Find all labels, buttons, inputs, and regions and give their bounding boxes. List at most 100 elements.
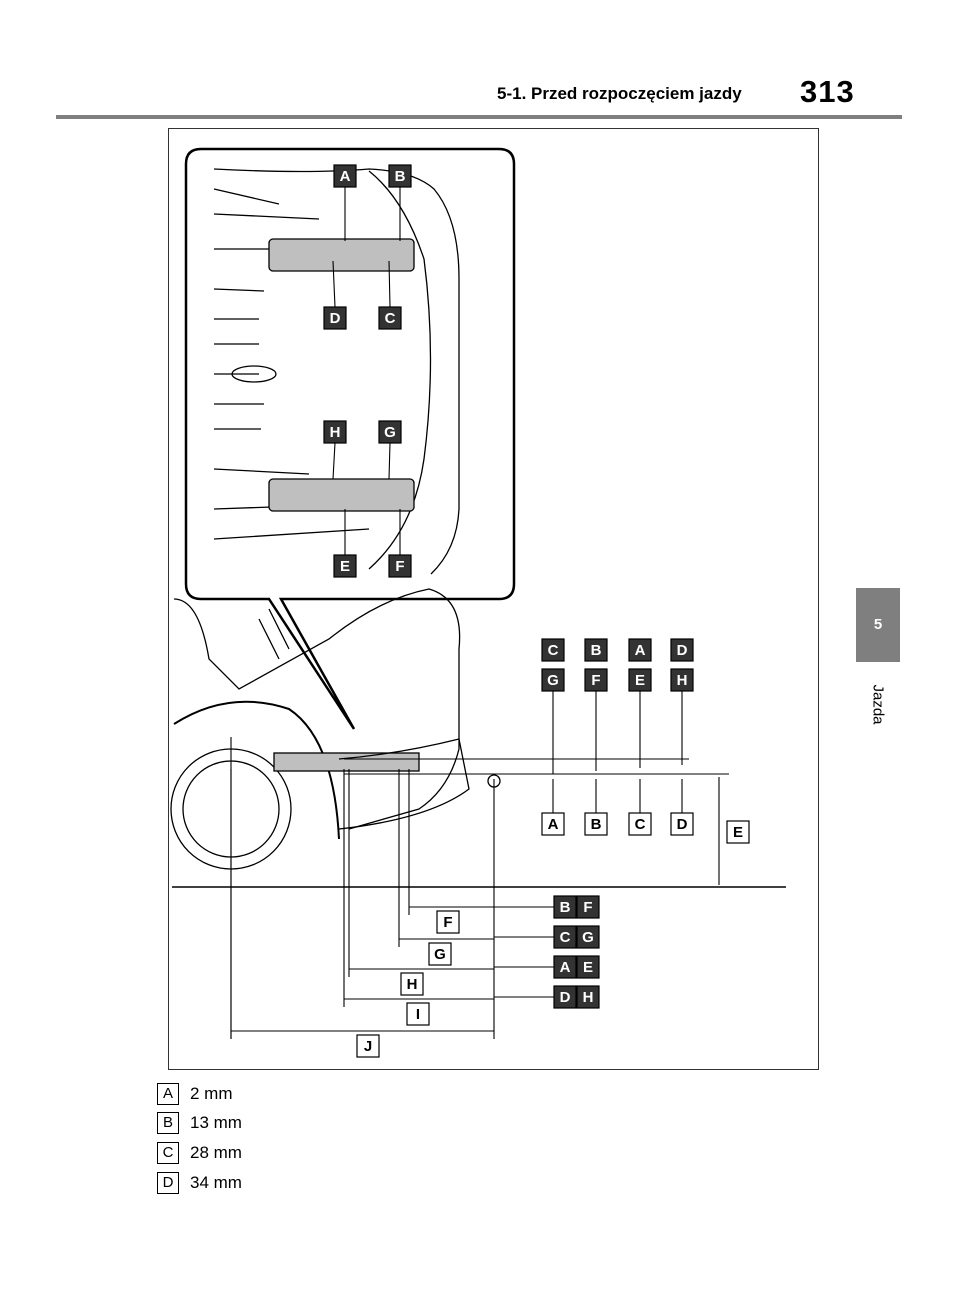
point-label-box: [670, 812, 694, 836]
length-label: H: [400, 972, 424, 996]
code-label: F: [584, 668, 608, 692]
pair-label-box: [553, 985, 577, 1009]
point-label-box: [584, 812, 608, 836]
upper-bracket: [268, 238, 415, 272]
length-label-text: F: [443, 914, 452, 931]
pair-label-box: [553, 925, 577, 949]
pair-label-text: C: [560, 929, 571, 946]
page-number: 313: [800, 74, 855, 109]
code-label-text: B: [591, 642, 602, 659]
length-label-box: [406, 1002, 430, 1026]
legend-key: C: [157, 1142, 179, 1164]
pair-label-box: [576, 895, 600, 919]
detail-label-box: [323, 420, 347, 444]
height-label-text: E: [733, 824, 743, 841]
detail-label-text: A: [340, 168, 351, 185]
point-label-text: A: [548, 816, 559, 833]
code-label-text: C: [548, 642, 559, 659]
legend-item: D 34 mm: [157, 1172, 357, 1196]
vehicle-body-lines: [258, 608, 290, 660]
length-label-text: I: [416, 1006, 420, 1023]
height-label: E: [726, 820, 750, 844]
detail-label-text: B: [395, 168, 406, 185]
legend-key: D: [157, 1172, 179, 1194]
header-title: 5-1. Przed rozpoczęciem jazdy: [497, 84, 742, 103]
detail-label-text: F: [395, 558, 404, 575]
point-label: A: [541, 812, 565, 836]
detail-label: G: [378, 420, 402, 444]
pair-label-box: [576, 925, 600, 949]
detail-label-box: [333, 554, 357, 578]
pair-label: D: [553, 985, 577, 1009]
code-label-box: [541, 638, 565, 662]
point-label-text: C: [635, 816, 646, 833]
length-label: G: [428, 942, 452, 966]
detail-label: B: [388, 164, 412, 188]
code-label: A: [628, 638, 652, 662]
length-label: J: [356, 1034, 380, 1058]
hitch-bar: [273, 752, 420, 772]
detail-label-box: [323, 306, 347, 330]
length-label-box: [436, 910, 460, 934]
pair-label-text: D: [560, 989, 571, 1006]
pair-label: A: [553, 955, 577, 979]
detail-label-text: E: [340, 558, 350, 575]
pair-label: C: [553, 925, 577, 949]
pair-label: B: [553, 895, 577, 919]
detail-emblem: [231, 365, 277, 383]
length-label-box: [400, 972, 424, 996]
pair-label: G: [576, 925, 600, 949]
pair-label-text: F: [583, 899, 592, 916]
pair-label: H: [576, 985, 600, 1009]
detail-callout: [184, 147, 516, 730]
detail-label: D: [323, 306, 347, 330]
pair-label-box: [553, 895, 577, 919]
detail-leader: [388, 260, 391, 308]
length-label: I: [406, 1002, 430, 1026]
legend-item: A 2 mm: [157, 1083, 357, 1107]
legend-value: 34 mm: [190, 1173, 242, 1192]
legend-value: 28 mm: [190, 1143, 242, 1162]
dimension-lines: [230, 187, 729, 1039]
pair-label: F: [576, 895, 600, 919]
chapter-tab[interactable]: 5: [856, 588, 900, 662]
point-label-box: [628, 812, 652, 836]
detail-label-box: [388, 554, 412, 578]
point-label-text: D: [677, 816, 688, 833]
point-label-text: B: [591, 816, 602, 833]
detail-leader: [332, 260, 336, 308]
detail-label-text: C: [385, 310, 396, 327]
point-label: D: [670, 812, 694, 836]
length-label-box: [428, 942, 452, 966]
point-label: C: [628, 812, 652, 836]
length-label-text: G: [434, 946, 446, 963]
legend-key: B: [157, 1112, 179, 1134]
detail-label: E: [333, 554, 357, 578]
detail-label: A: [333, 164, 357, 188]
code-label-text: D: [677, 642, 688, 659]
pair-label: E: [576, 955, 600, 979]
code-label-text: E: [635, 672, 645, 689]
height-label-box: [726, 820, 750, 844]
vehicle-rear-outline: [173, 588, 461, 830]
code-label: C: [541, 638, 565, 662]
code-label-box: [541, 668, 565, 692]
chapter-number: 5: [873, 616, 883, 633]
header-rule: [56, 115, 902, 119]
length-label-box: [356, 1034, 380, 1058]
detail-leader: [388, 442, 391, 480]
detail-label-text: G: [384, 424, 396, 441]
pair-label-text: E: [583, 959, 593, 976]
code-label-text: F: [591, 672, 600, 689]
legend-key: A: [157, 1083, 179, 1105]
code-label: G: [541, 668, 565, 692]
pair-label-box: [553, 955, 577, 979]
legend-value: 2 mm: [190, 1084, 233, 1103]
point-label: B: [584, 812, 608, 836]
pair-label-box: [576, 985, 600, 1009]
detail-label: F: [388, 554, 412, 578]
detail-label-box: [378, 420, 402, 444]
